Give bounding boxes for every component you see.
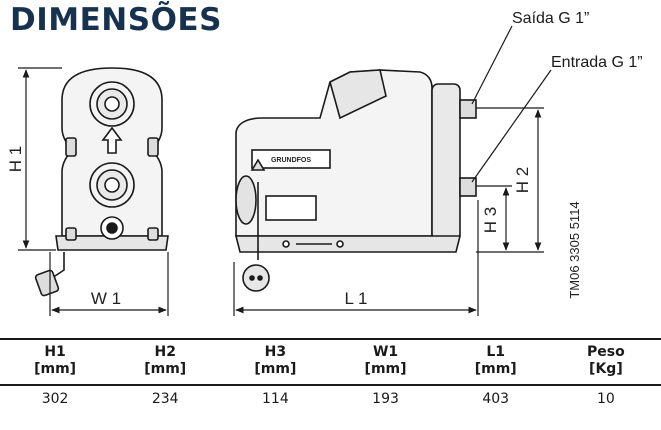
cell-h2: 234 (151, 391, 179, 407)
cell-h1: 302 (41, 391, 69, 407)
column-header-h1: H1[mm] (0, 339, 110, 385)
l1-dimension-line (233, 200, 479, 316)
h1-label: H 1 (6, 146, 25, 172)
column-header-l1: L1[mm] (441, 339, 551, 385)
table-row: 302 234 114 193 403 10 (0, 385, 661, 412)
h2-dimension-line (476, 107, 544, 253)
page-title: DIMENSÕES (10, 2, 222, 38)
header-name: L1 (486, 344, 506, 360)
cell-l1: 403 (482, 391, 510, 407)
header-name: H1 (44, 344, 66, 360)
pump-dimension-drawing: H 1 W 1 GRUNDFOS (6, 25, 582, 316)
column-header-peso: Peso[Kg] (551, 339, 661, 385)
pump-front-view (34, 67, 169, 297)
column-header-h2: H2[mm] (110, 339, 220, 385)
header-unit: [mm] (364, 361, 407, 377)
header-unit: [mm] (474, 361, 517, 377)
h3-dimension-line (476, 185, 512, 251)
header-unit: [mm] (144, 361, 187, 377)
header-unit: [Kg] (589, 361, 623, 377)
header-unit: [mm] (34, 361, 77, 377)
header-name: H2 (154, 344, 176, 360)
drawing-reference: TM06 3305 5114 (567, 201, 582, 298)
header-name: H3 (264, 344, 287, 360)
l1-label: L 1 (344, 289, 367, 308)
header-unit: [mm] (254, 361, 297, 377)
cell-w1: 193 (372, 391, 399, 407)
column-header-w1: W1[mm] (330, 339, 440, 385)
callout-leader-lines (471, 25, 552, 183)
w1-label: W 1 (91, 289, 121, 308)
table-header-row: H1[mm] H2[mm] H3[mm] W1[mm] L1[mm] Peso[… (0, 339, 661, 385)
h3-label: H 3 (481, 207, 500, 233)
dimensions-table: H1[mm] H2[mm] H3[mm] W1[mm] L1[mm] Peso[… (0, 338, 661, 412)
h2-label: H 2 (513, 167, 532, 193)
header-name: W1 (372, 344, 399, 360)
pump-side-view (234, 69, 477, 292)
column-header-h3: H3[mm] (220, 339, 330, 385)
w1-dimension-line (49, 252, 169, 316)
inlet-callout-label: Entrada G 1” (551, 54, 643, 71)
h1-dimension-line (18, 67, 62, 251)
header-name: Peso (587, 344, 625, 360)
outlet-callout-label: Saída G 1” (512, 10, 590, 27)
brand-mark: GRUNDFOS (271, 157, 311, 164)
cell-h3: 114 (262, 391, 289, 407)
cell-peso: 10 (596, 391, 615, 407)
